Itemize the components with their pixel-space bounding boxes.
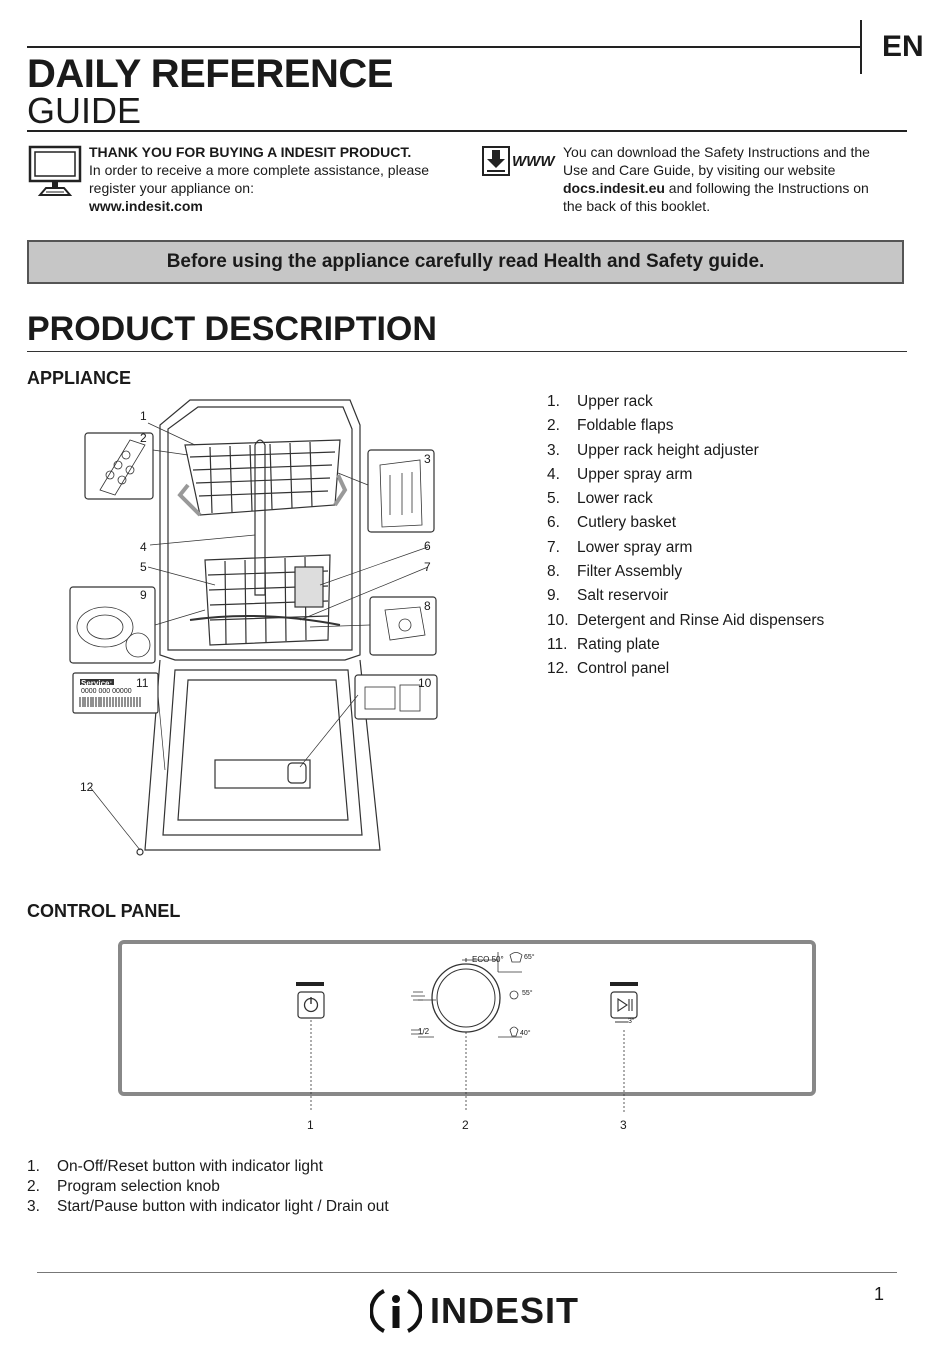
download-line-3: docs.indesit.eu and following the Instru…	[563, 180, 869, 196]
list-item: 9.Salt reservoir	[547, 587, 669, 605]
thanks-line-2: register your appliance on:	[89, 180, 254, 196]
cp-callout-3: 3	[620, 1118, 627, 1132]
list-item: 10.Detergent and Rinse Aid dispensers	[547, 611, 825, 629]
footer-rule	[37, 1272, 897, 1273]
callout-11: 11	[136, 676, 149, 690]
callout-10: 10	[418, 676, 432, 690]
callout-5: 5	[140, 560, 147, 574]
rating-plate-brand: Service:	[81, 679, 113, 688]
www-label: WWW	[512, 152, 555, 170]
list-item: 5.Lower rack	[547, 490, 653, 508]
callout-8: 8	[424, 599, 431, 613]
appliance-heading: APPLIANCE	[27, 368, 132, 388]
callout-12: 12	[80, 780, 94, 794]
control-panel-diagram	[118, 940, 816, 1112]
list-item: 8.Filter Assembly	[547, 563, 683, 581]
control-panel-list: 1.On-Off/Reset button with indicator lig…	[27, 1158, 389, 1218]
callout-2: 2	[140, 431, 147, 445]
thanks-line-1: In order to receive a more complete assi…	[89, 162, 430, 178]
monitor-icon	[28, 145, 82, 196]
list-item: 1.Upper rack	[547, 393, 653, 410]
callout-4: 4	[140, 540, 147, 554]
cp-callout-2: 2	[462, 1118, 469, 1132]
indesit-logo-icon	[370, 1289, 422, 1333]
thanks-heading: THANK YOU FOR BUYING A INDESIT PRODUCT.	[89, 144, 412, 160]
list-item: 11.Rating plate	[547, 635, 660, 653]
temp-55-label: 55°	[522, 990, 533, 997]
header-divider	[860, 20, 862, 74]
language-code: EN	[882, 30, 924, 63]
dishwasher-diagram	[69, 399, 438, 856]
list-item: 3.Start/Pause button with indicator ligh…	[27, 1198, 389, 1215]
appliance-parts-list: 1.Upper rack 2.Foldable flaps 3.Upper ra…	[547, 393, 824, 685]
title-line-1: DAILY REFERENCE	[27, 52, 393, 96]
brand-logo: INDESIT	[370, 1285, 579, 1337]
download-icon	[482, 146, 510, 176]
list-item: 6.Cutlery basket	[547, 514, 677, 532]
title-line-2: GUIDE	[27, 90, 142, 131]
list-item: 4.Upper spray arm	[547, 465, 693, 483]
download-line-1: You can download the Safety Instructions…	[563, 144, 870, 160]
download-url[interactable]: docs.indesit.eu	[563, 180, 665, 196]
rating-plate-number: 0000 000 00000	[81, 688, 132, 695]
thanks-url[interactable]: www.indesit.com	[89, 198, 203, 214]
half-load-label: 1/2	[418, 1027, 430, 1036]
page-number: 1	[874, 1284, 885, 1304]
drain-timer-label: 3"	[628, 1018, 635, 1025]
callout-9: 9	[140, 588, 147, 602]
list-item: 3.Upper rack height adjuster	[547, 441, 759, 459]
brand-name: INDESIT	[430, 1290, 580, 1331]
list-item: 1.On-Off/Reset button with indicator lig…	[27, 1158, 323, 1175]
callout-1: 1	[140, 409, 147, 423]
section-title: PRODUCT DESCRIPTION	[27, 310, 437, 348]
eco-label: ECO 50°	[472, 955, 504, 964]
title-rule	[27, 130, 907, 132]
callout-3: 3	[424, 452, 431, 466]
callout-7: 7	[424, 560, 431, 574]
download-line-2: Use and Care Guide, by visiting our webs…	[563, 162, 836, 178]
temp-40-label: 40°	[520, 1030, 531, 1037]
download-line-4: the back of this booklet.	[563, 198, 711, 214]
section-rule	[27, 351, 907, 352]
safety-banner: Before using the appliance carefully rea…	[27, 240, 904, 284]
list-item: 2.Program selection knob	[27, 1178, 220, 1195]
temp-65-label: 65°	[524, 954, 535, 961]
list-item: 12.Control panel	[547, 660, 670, 678]
list-item: 7.Lower spray arm	[547, 538, 693, 556]
callout-6: 6	[424, 539, 431, 553]
header-rule	[27, 46, 860, 48]
control-panel-heading: CONTROL PANEL	[27, 901, 181, 921]
cp-callout-1: 1	[307, 1118, 314, 1132]
download-badge: WWW	[482, 146, 554, 176]
list-item: 2.Foldable flaps	[547, 417, 674, 435]
